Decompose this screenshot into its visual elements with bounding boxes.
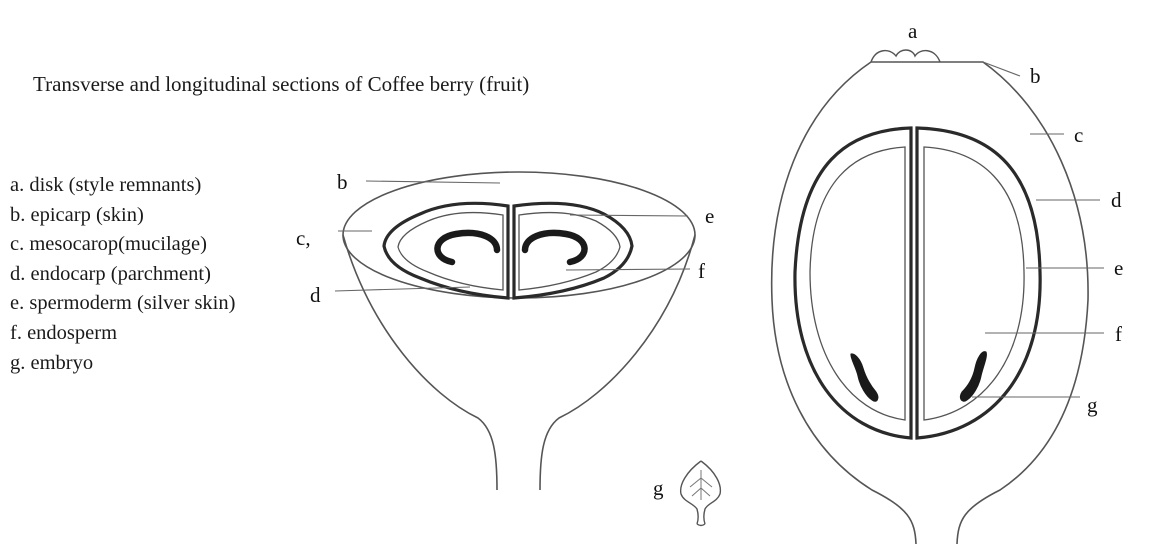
transverse-spermoderm-left (398, 213, 503, 290)
transverse-label-b: b (337, 170, 348, 194)
embryo-veins (690, 470, 712, 500)
longitudinal-spermoderm-left (810, 147, 905, 420)
longitudinal-section: a b c d e f g (772, 19, 1124, 544)
transverse-label-d: d (310, 283, 321, 307)
leader-line-long-b (983, 62, 1020, 76)
longitudinal-endocarp-left (795, 128, 911, 438)
transverse-endocarp-left (384, 203, 508, 298)
longitudinal-label-g: g (1087, 393, 1098, 417)
leader-line-e (570, 215, 688, 216)
transverse-label-f: f (698, 259, 705, 283)
transverse-label-c: c, (296, 226, 311, 250)
longitudinal-label-d: d (1111, 188, 1122, 212)
longitudinal-embryo-right (960, 352, 986, 402)
transverse-embryo-left (437, 233, 497, 262)
longitudinal-embryo-left (851, 354, 878, 401)
longitudinal-label-b: b (1030, 64, 1041, 88)
embryo-label-g: g (653, 476, 664, 500)
transverse-section: b c, d e f (296, 170, 714, 490)
leader-line-b (366, 181, 500, 183)
longitudinal-label-f: f (1115, 322, 1122, 346)
longitudinal-endocarp-right (917, 128, 1040, 438)
transverse-endocarp-right (514, 203, 632, 298)
leader-line-f (566, 269, 690, 270)
transverse-label-e: e (705, 204, 714, 228)
transverse-embryo-right (525, 233, 585, 262)
longitudinal-label-e: e (1114, 256, 1123, 280)
longitudinal-disk (871, 50, 940, 62)
embryo-figure: g (653, 461, 720, 526)
longitudinal-label-a: a (908, 19, 918, 43)
longitudinal-label-c: c (1074, 123, 1083, 147)
